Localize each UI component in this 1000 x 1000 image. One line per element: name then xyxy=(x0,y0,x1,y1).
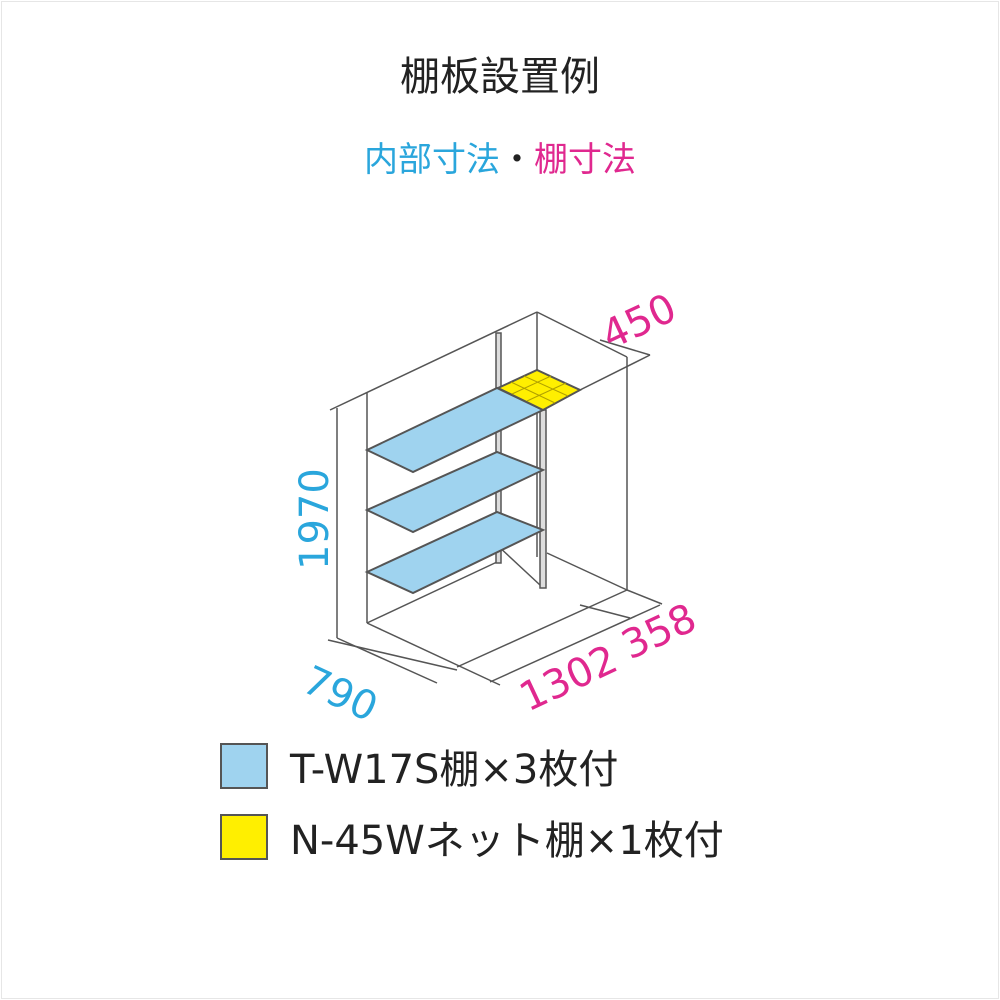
subtitle-internal-dimensions: 内部寸法 xyxy=(364,140,500,180)
subtitle: 内部寸法・棚寸法 xyxy=(0,132,1000,181)
net-shelf-grid xyxy=(510,375,569,404)
legend-swatch-blue xyxy=(220,743,268,789)
depth-dimension: 790 xyxy=(296,657,385,731)
subtitle-shelf-dimensions: 棚寸法 xyxy=(534,140,636,180)
shelf-board-middle xyxy=(364,450,546,534)
legend-item-net-shelf: N-45Wネット棚×1枚付 xyxy=(220,808,724,866)
subtitle-separator: ・ xyxy=(500,140,534,180)
legend-item-shelf-board: T-W17S棚×3枚付 xyxy=(220,737,618,795)
side-width-dimension: 358 xyxy=(615,595,704,669)
legend-label: N-45Wネット棚×1枚付 xyxy=(290,818,724,864)
width-dimension: 1302 xyxy=(513,636,625,721)
legend-label: T-W17S棚×3枚付 xyxy=(290,747,619,793)
net-depth-dimension: 450 xyxy=(595,285,684,359)
page-title: 棚板設置例 xyxy=(400,54,600,100)
shelf-boards xyxy=(364,368,583,595)
shelf-board-bottom xyxy=(364,510,546,595)
storage-frame-lines xyxy=(327,311,663,686)
height-dimension: 1970 xyxy=(292,468,338,570)
legend-swatch-yellow xyxy=(220,814,268,860)
